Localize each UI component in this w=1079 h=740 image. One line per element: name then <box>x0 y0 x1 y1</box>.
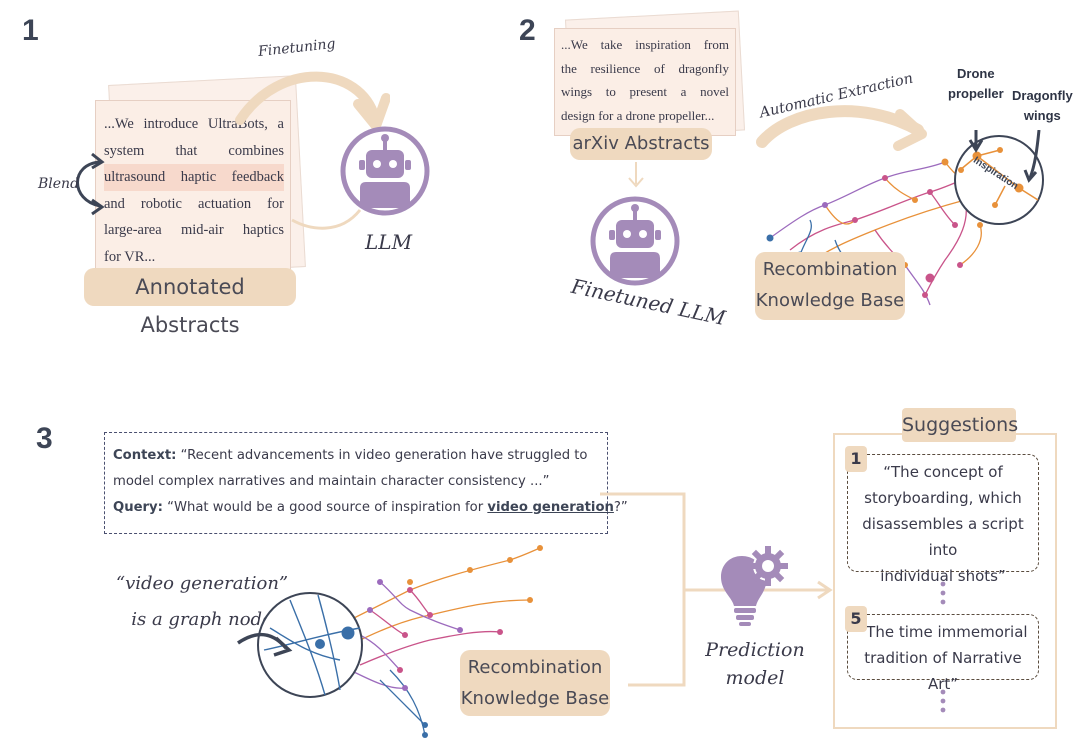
knowledge-base-label-3: Recombination Knowledge Base <box>460 650 610 716</box>
arxiv-abstract-card: ...We take inspiration from the resilien… <box>554 28 736 136</box>
ellipsis-dots <box>940 689 946 713</box>
prediction-line: Prediction <box>705 639 805 661</box>
graph3-node <box>407 587 413 593</box>
graph3-node <box>497 629 503 635</box>
drone-label-line: propeller <box>948 86 1004 101</box>
abstract1-line: system that combines <box>104 142 284 159</box>
dragonfly-label-line: wings <box>1023 108 1061 123</box>
suggestion-item-1: “The concept of storyboarding, which dis… <box>847 454 1039 585</box>
node-note: “video generation” is a graph node <box>112 566 292 638</box>
lightbulb-gear-icon <box>720 546 788 626</box>
step-1-number: 1 <box>22 14 39 47</box>
suggestion-rank-1: 1 <box>845 446 867 472</box>
suggestion-line: “The time immemorial <box>858 623 1028 641</box>
finetuning-arrow <box>235 71 390 230</box>
blend-arrow <box>76 152 105 216</box>
graph3-node <box>537 545 543 551</box>
suggestion-line: “The concept of <box>883 463 1003 481</box>
graph2-node <box>927 189 933 195</box>
graph3-node <box>457 627 463 633</box>
graph2-node <box>922 292 928 298</box>
prediction-model-label: Prediction model <box>700 636 810 692</box>
graph2-node <box>977 222 983 228</box>
graph2-node <box>912 197 918 203</box>
abstract2-line: wings to present a novel <box>561 84 729 99</box>
abstract2-line: design for a drone propeller... <box>561 107 715 123</box>
robot-icon <box>340 126 430 216</box>
graph2-node <box>852 217 858 223</box>
suggestion-line: individual shots” <box>880 567 1006 585</box>
context-text: “Recent advancements in video generation… <box>176 448 588 463</box>
context-line: Context: “Recent advancements in video g… <box>113 443 628 469</box>
graph3-node <box>402 685 408 691</box>
kb2-line: Recombination <box>762 259 898 280</box>
suggestion-line: tradition of Narrative Art” <box>864 649 1022 693</box>
query-text: “What would be a good source of inspirat… <box>162 500 488 515</box>
query-label: Query: <box>113 500 163 515</box>
video-generation-node-magnifier <box>257 592 363 698</box>
abstract2-line: the resilience of dragonfly <box>561 60 729 76</box>
llm-label: LLM <box>365 230 413 254</box>
abstract1-line: large-area mid-air haptics <box>104 222 284 238</box>
graph2-node <box>925 273 935 283</box>
graph2-node <box>941 158 949 166</box>
abstract1-line: for VR... <box>104 248 156 265</box>
dragonfly-wings-label: Dragonfly wings <box>1012 86 1073 126</box>
graph3-node <box>422 732 428 738</box>
graph2-node <box>957 262 963 268</box>
down-arrow <box>628 162 644 188</box>
graph3-node <box>402 632 408 638</box>
node-note-line: is a graph node <box>131 609 273 630</box>
graph3-node <box>467 567 473 573</box>
extraction-arrow <box>756 105 927 151</box>
graph2-node <box>822 202 828 208</box>
arxiv-abstracts-label: arXiv Abstracts <box>570 128 712 160</box>
suggestion-line: disassembles a script into <box>862 515 1024 559</box>
suggestion-item-5: “The time immemorial tradition of Narrat… <box>847 614 1039 693</box>
dragonfly-label-line: Dragonfly <box>1012 88 1073 103</box>
suggestion-rank-5: 5 <box>845 606 867 632</box>
knowledge-graph-3 <box>237 545 543 738</box>
annotated-abstracts-label: Annotated Abstracts <box>84 268 296 337</box>
graph2-node <box>766 234 774 242</box>
abstract1-line: and robotic actuation for <box>104 191 284 218</box>
kb2-line: Knowledge Base <box>755 290 905 311</box>
abstract2-line: ...We take inspiration from <box>561 37 729 52</box>
graph3-node <box>422 722 428 728</box>
ellipsis-dots <box>940 581 946 605</box>
magnifier-icon <box>954 135 1044 225</box>
context-line-2: model complex narratives and maintain ch… <box>113 474 550 489</box>
drone-propeller-label: Drone propeller <box>948 64 1004 104</box>
node-note-line: “video generation” <box>115 573 289 594</box>
context-label: Context: <box>113 448 177 463</box>
prediction-line: model <box>725 667 785 689</box>
kb3-line: Knowledge Base <box>460 688 610 709</box>
query-line: Query: “What would be a good source of i… <box>113 495 628 521</box>
graph2-node <box>882 175 888 181</box>
graph3-node <box>427 612 433 618</box>
graph3-node <box>507 557 513 563</box>
graph2-node <box>952 222 958 228</box>
step-3-number: 3 <box>36 422 53 455</box>
suggestion-line: storyboarding, which <box>864 489 1022 507</box>
abstract1-line-highlight: ultrasound haptic feedback <box>104 164 284 191</box>
blend-label: Blend <box>38 176 80 192</box>
drone-label-line: Drone <box>957 66 995 81</box>
graph3-node <box>527 597 533 603</box>
knowledge-base-label-2: Recombination Knowledge Base <box>755 252 905 320</box>
query-text-end: ?” <box>613 500 628 515</box>
abstract1-line-part: and robotic actuation for <box>104 195 284 212</box>
kb3-line: Recombination <box>467 657 603 678</box>
step-2-number: 2 <box>519 14 536 47</box>
suggestions-title: Suggestions <box>902 408 1018 442</box>
robot-icon <box>590 196 680 286</box>
finetuning-label: Finetuning <box>257 35 337 61</box>
graph3-node <box>397 667 403 673</box>
query-term: video generation <box>487 500 614 515</box>
graph3-node <box>367 607 373 613</box>
graph3-node <box>407 579 413 585</box>
context-query-box: Context: “Recent advancements in video g… <box>104 432 628 534</box>
graph3-node <box>377 579 383 585</box>
